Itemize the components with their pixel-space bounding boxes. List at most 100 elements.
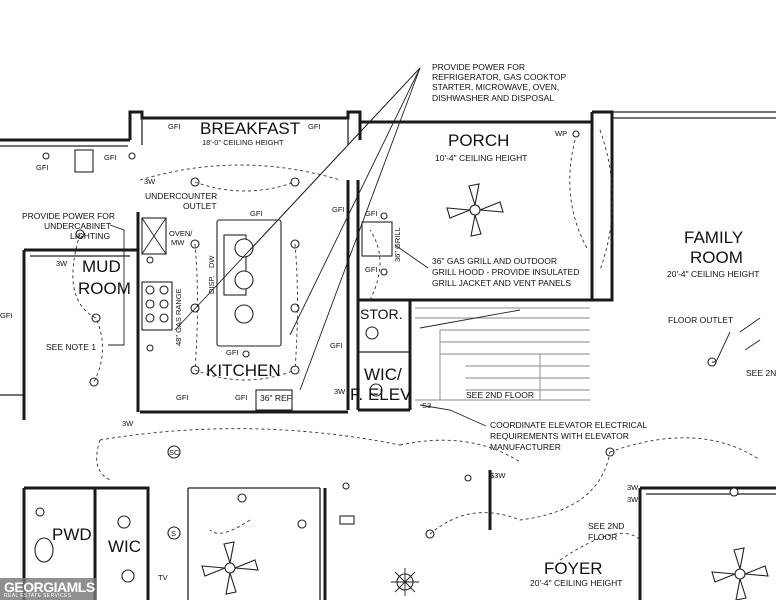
room-mud-line2: ROOM [78,279,131,298]
gfi-symbol: GFI [168,122,181,131]
outlet-icon [42,152,50,160]
three-way-switch-symbol: $3W [490,471,506,480]
undercounter-line2: OUTLET [183,201,217,211]
room-breakfast: BREAKFAST [200,119,300,138]
gfi-symbol: GFI [36,163,49,172]
room-labels: BREAKFAST 18'-0" CEILING HEIGHT PORCH 10… [52,119,760,588]
ceiling-light-foyer [391,568,419,596]
breakfast-ceiling-height: 18'-0" CEILING HEIGHT [202,138,284,147]
room-family-line2: ROOM [690,248,743,267]
mudroom-sink [74,149,94,173]
gas-range-label: 48" GAS RANGE [174,288,183,346]
switch-icon [464,474,472,482]
oven-label-line1: OVEN/ [169,229,193,238]
three-way-symbol: 3W [56,259,68,268]
pwd-light [121,569,135,583]
floor-outlet-note: FLOOR OUTLET [668,315,733,325]
watermark-tagline: REAL ESTATE SERVICES [4,593,72,599]
outlet-icon [242,350,250,358]
power-note-line2: REFRIGERATOR, GAS COOKTOP [432,72,566,82]
wp-symbol: WP [555,129,567,138]
appliance-labels: 48" GAS RANGE 36" REF 36" GRILL DW DISP.… [158,227,402,582]
outlet-icon [35,507,45,517]
gfi-symbol: GFI [176,393,189,402]
see-2nd-line2: FLOOR [588,532,617,542]
room-porch: PORCH [448,131,509,150]
switch-circle-label: S [171,529,176,538]
switch-icon [342,482,350,490]
grill-label: 36" GRILL [393,227,402,262]
gfi-symbol: GFI [104,153,117,162]
watermark-brand: GEORGIAMLS [4,579,95,595]
ceiling-fan-family [711,547,769,600]
cooktop-burner [234,270,254,290]
room-wic: WIC [108,537,141,556]
wic-lower-light [117,515,131,529]
smoke-detector-label: SC [169,448,180,457]
foyer-ceiling-height: 20'-4" CEILING HEIGHT [530,578,623,588]
undercab-note-line1: PROVIDE POWER FOR [22,211,115,221]
ceiling-fan-porch [446,183,504,237]
room-family-line1: FAMILY [684,228,743,247]
wic-light [369,383,383,397]
toilet [34,537,54,563]
outlet-icon [146,344,154,352]
power-note-line1: PROVIDE POWER FOR [432,62,525,72]
cooktop-burner [234,238,254,258]
notes: PROVIDE POWER FOR REFRIGERATOR, GAS COOK… [22,62,776,542]
ref-label: 36" REF [260,393,292,403]
undercab-note-line3: LIGHTING [70,231,110,241]
dw-label: DW [207,255,216,268]
outlet-icon [146,256,154,264]
outdoor-grill [361,221,393,257]
see-2nd-cut: SEE 2N [746,368,776,378]
walls [0,110,776,600]
room-storage: STOR. [360,306,403,322]
georgiamls-watermark: GEORGIAMLS REAL ESTATE SERVICES [0,578,96,600]
see-2nd-floor: SEE 2ND FLOOR [466,390,534,400]
oven-label-line2: MW [171,238,185,247]
power-note-line3: STARTER, MICROWAVE, OVEN, [432,82,559,92]
room-foyer: FOYER [544,559,603,578]
grill-note-line3: GRILL JACKET AND VENT PANELS [432,278,571,288]
room-kitchen: KITCHEN [206,361,281,380]
see-2nd-line1: SEE 2ND [588,521,624,531]
porch-ceiling-height: 10'-4" CEILING HEIGHT [435,153,528,163]
undercab-note-line2: UNDERCABINET [44,221,111,231]
three-way-symbol: 3W [144,177,156,186]
grill-note-line2: GRILL HOOD - PROVIDE INSULATED [432,267,579,277]
outlet-icon [380,268,388,276]
three-way-symbol: 3W [627,483,639,492]
electrical-symbols: GFI GFI GFI GFI GFI GFI GFI GFI GFI GFI … [0,122,639,540]
outlet-icon [128,152,136,160]
gfi-symbol: GFI [0,311,13,320]
stairs [415,307,590,401]
outlet-icon [380,212,388,220]
room-mud-line1: MUD [82,257,121,276]
undercounter-line1: UNDERCOUNTER [145,191,217,201]
switch-3-symbol: S3 [422,401,431,410]
three-way-symbol: 3W [122,419,134,428]
family-ceiling-height: 20'-4" CEILING HEIGHT [667,269,760,279]
refrigerator [255,389,293,411]
room-pwd: PWD [52,525,92,544]
switch-circle-icon [167,526,181,540]
three-way-symbol: 3W [334,387,346,396]
tv-label: TV [158,573,168,582]
gfi-symbol: GFI [365,265,378,274]
wiring [72,129,761,561]
elevator-note-line3: MANUFACTURER [490,442,561,452]
thermostat-icon [339,515,355,525]
ceiling-fan-kitchen [201,541,259,595]
see-note-1: SEE NOTE 1 [46,342,96,352]
gfi-symbol: GFI [250,209,263,218]
gfi-symbol: GFI [330,341,343,350]
kitchen-fixtures [34,149,393,563]
elevator-note-line2: REQUIREMENTS WITH ELEVATOR [490,431,629,441]
disp-label: DISP. [207,275,216,294]
outlet-icon [572,130,580,138]
room-wic-elev-line1: WIC/ [364,365,402,384]
storage-light [365,326,379,340]
power-note-line4: DISHWASHER AND DISPOSAL [432,93,554,103]
